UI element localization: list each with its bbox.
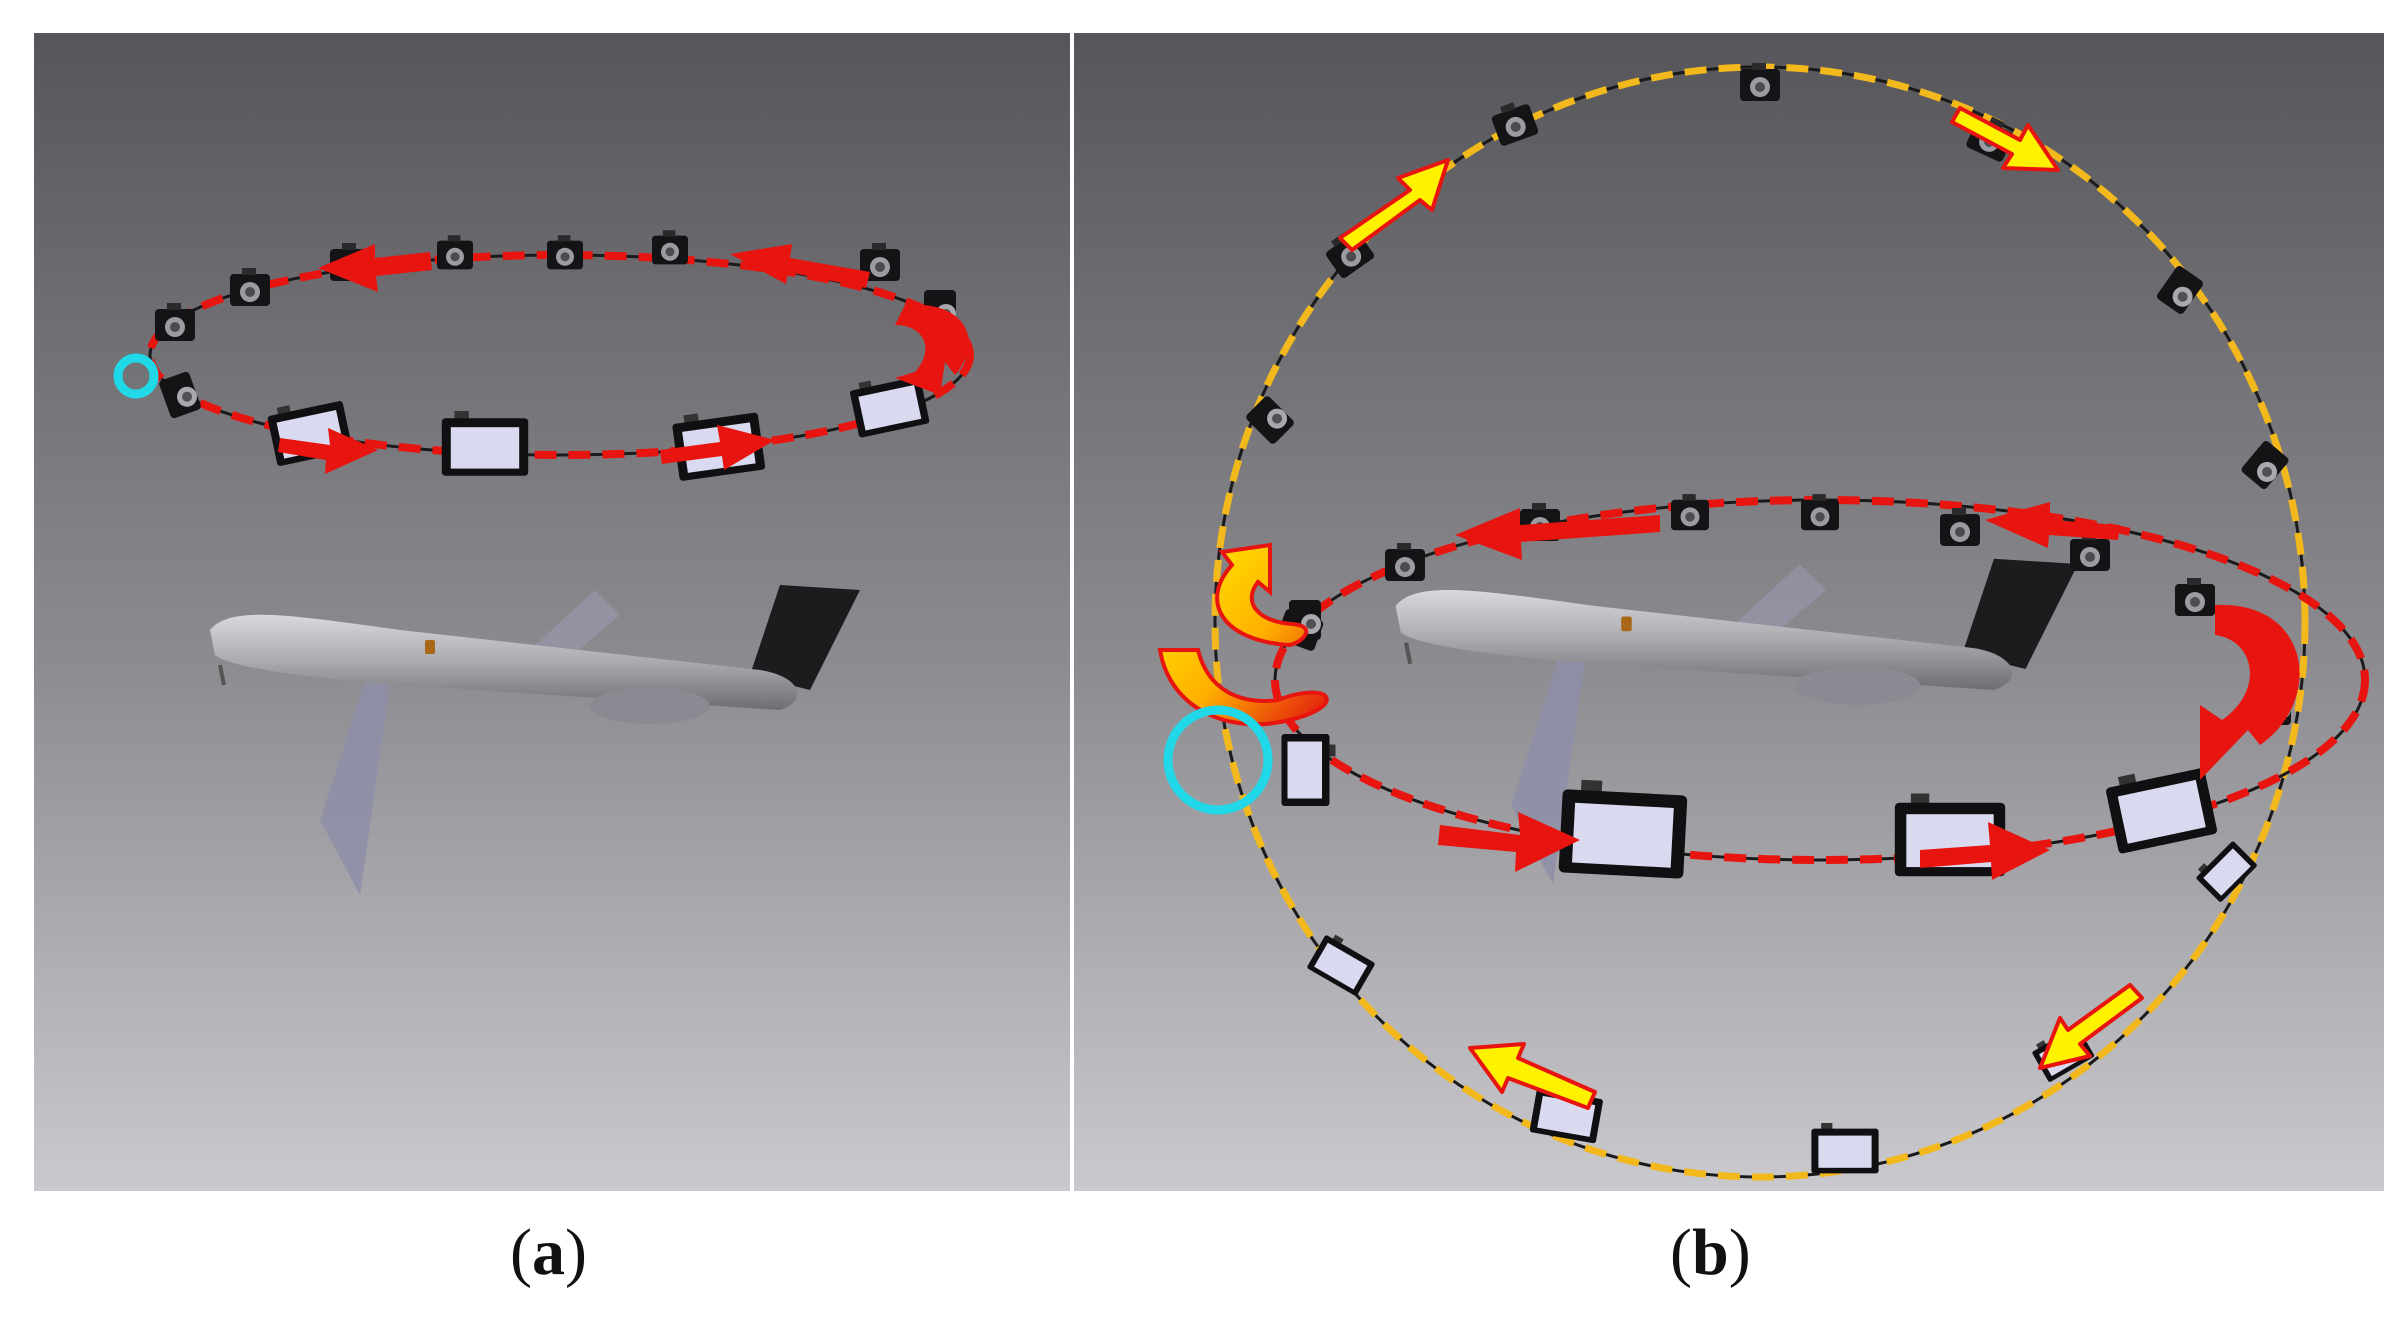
start-marker-icon (113, 353, 159, 399)
direction-arrow-icon (1338, 158, 1450, 252)
vertical-direction-arrows-b (1338, 106, 2144, 1110)
camera-icon (1281, 734, 1336, 806)
direction-arrow-icon (278, 428, 378, 474)
direction-arrow-icon (2200, 604, 2300, 780)
direction-arrow-icon (1438, 812, 1580, 872)
start-marker-icon (1163, 705, 1273, 815)
camera-icon (441, 411, 529, 476)
direction-arrow-icon (1468, 1042, 1597, 1110)
caption-b: (b) (1670, 1216, 1751, 1289)
horizontal-direction-arrows-b (1438, 502, 2300, 880)
camera-icon (1811, 1123, 1879, 1174)
direction-arrow-icon (1455, 508, 1660, 560)
direction-arrow-icon (1920, 822, 2050, 880)
direction-arrows-a (278, 244, 969, 474)
panel-b (1074, 33, 2384, 1191)
direction-arrow-icon (2038, 983, 2144, 1070)
u-turn-arrow-icon (1157, 542, 1329, 727)
direction-arrow-icon (730, 244, 870, 288)
direction-arrow-icon (1985, 502, 2120, 548)
panel-a (34, 33, 1070, 1191)
direction-arrow-icon (1950, 106, 2060, 172)
panel-a-background (34, 33, 1070, 1191)
caption-a: (a) (510, 1216, 587, 1289)
direction-arrow-icon (318, 244, 432, 292)
direction-arrow-icon (660, 425, 775, 470)
direction-arrow-icon (895, 304, 969, 395)
